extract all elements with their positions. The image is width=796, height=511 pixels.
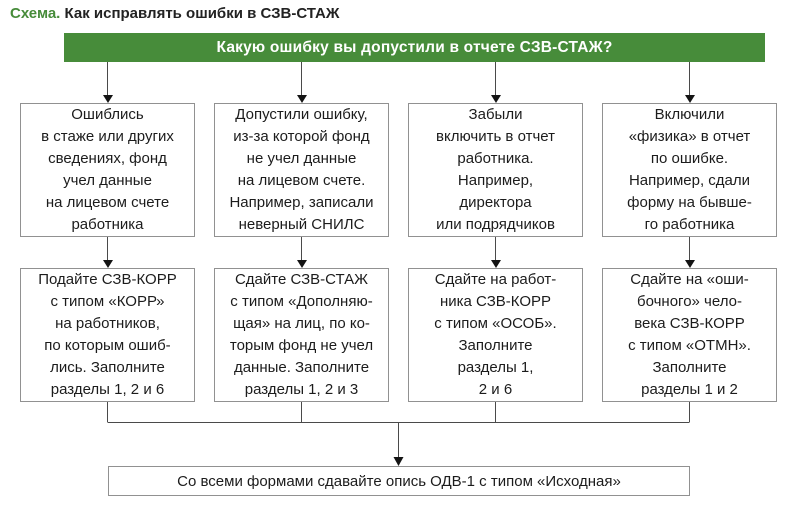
- arrow-line: [689, 62, 690, 95]
- arrow-down-icon: [602, 237, 777, 268]
- arrow-line: [301, 237, 302, 260]
- problem-box-3: Забыли включить в отчет работника. Напри…: [408, 103, 583, 237]
- column-1: Ошиблись в стаже или других сведениях, ф…: [20, 62, 195, 402]
- arrow-line: [689, 237, 690, 260]
- problem-box-2: Допустили ошибку, из-за которой фонд не …: [214, 103, 389, 237]
- footer-box: Со всеми формами сдавайте опись ОДВ-1 с …: [108, 466, 690, 496]
- arrow-down-icon: [602, 62, 777, 103]
- arrow-line: [301, 62, 302, 95]
- arrow-line: [107, 237, 108, 260]
- arrow-down-icon: [408, 237, 583, 268]
- title-prefix: Схема.: [10, 5, 61, 22]
- arrow-head-icon: [102, 95, 113, 103]
- arrow-down-icon: [214, 237, 389, 268]
- solution-box-4: Сдайте на «оши- бочного» чело- века СЗВ-…: [602, 268, 777, 402]
- title-text: Как исправлять ошибки в СЗВ-СТАЖ: [60, 5, 340, 22]
- page-title: Схема. Как исправлять ошибки в СЗВ-СТАЖ: [10, 4, 339, 24]
- question-header: Какую ошибку вы допустили в отчете СЗВ-С…: [64, 33, 765, 62]
- flowchart-columns: Ошиблись в стаже или других сведениях, ф…: [20, 62, 777, 402]
- column-4: Включили «физика» в отчет по ошибке. Нап…: [602, 62, 777, 402]
- arrow-head-icon: [393, 457, 404, 466]
- arrow-line: [495, 237, 496, 260]
- merge-connector: [107, 402, 690, 466]
- arrow-head-icon: [296, 95, 307, 103]
- arrow-head-icon: [296, 260, 307, 268]
- arrow-head-icon: [684, 260, 695, 268]
- solution-box-1: Подайте СЗВ-КОРР с типом «КОРР» на работ…: [20, 268, 195, 402]
- arrow-down-icon: [214, 62, 389, 103]
- arrow-line: [495, 62, 496, 95]
- arrow-down-icon: [408, 62, 583, 103]
- arrow-line: [107, 62, 108, 95]
- problem-box-4: Включили «физика» в отчет по ошибке. Нап…: [602, 103, 777, 237]
- problem-box-1: Ошиблись в стаже или других сведениях, ф…: [20, 103, 195, 237]
- arrow-down-icon: [20, 62, 195, 103]
- arrow-head-icon: [684, 95, 695, 103]
- arrow-head-icon: [490, 260, 501, 268]
- question-header-label: Какую ошибку вы допустили в отчете СЗВ-С…: [216, 38, 613, 56]
- solution-box-2: Сдайте СЗВ-СТАЖ с типом «Дополняю- щая» …: [214, 268, 389, 402]
- solution-box-3: Сдайте на работ- ника СЗВ-КОРР с типом «…: [408, 268, 583, 402]
- arrow-head-icon: [102, 260, 113, 268]
- footer-label: Со всеми формами сдавайте опись ОДВ-1 с …: [177, 472, 621, 490]
- column-3: Забыли включить в отчет работника. Напри…: [408, 62, 583, 402]
- column-2: Допустили ошибку, из-за которой фонд не …: [214, 62, 389, 402]
- arrow-down-icon: [20, 237, 195, 268]
- arrow-head-icon: [490, 95, 501, 103]
